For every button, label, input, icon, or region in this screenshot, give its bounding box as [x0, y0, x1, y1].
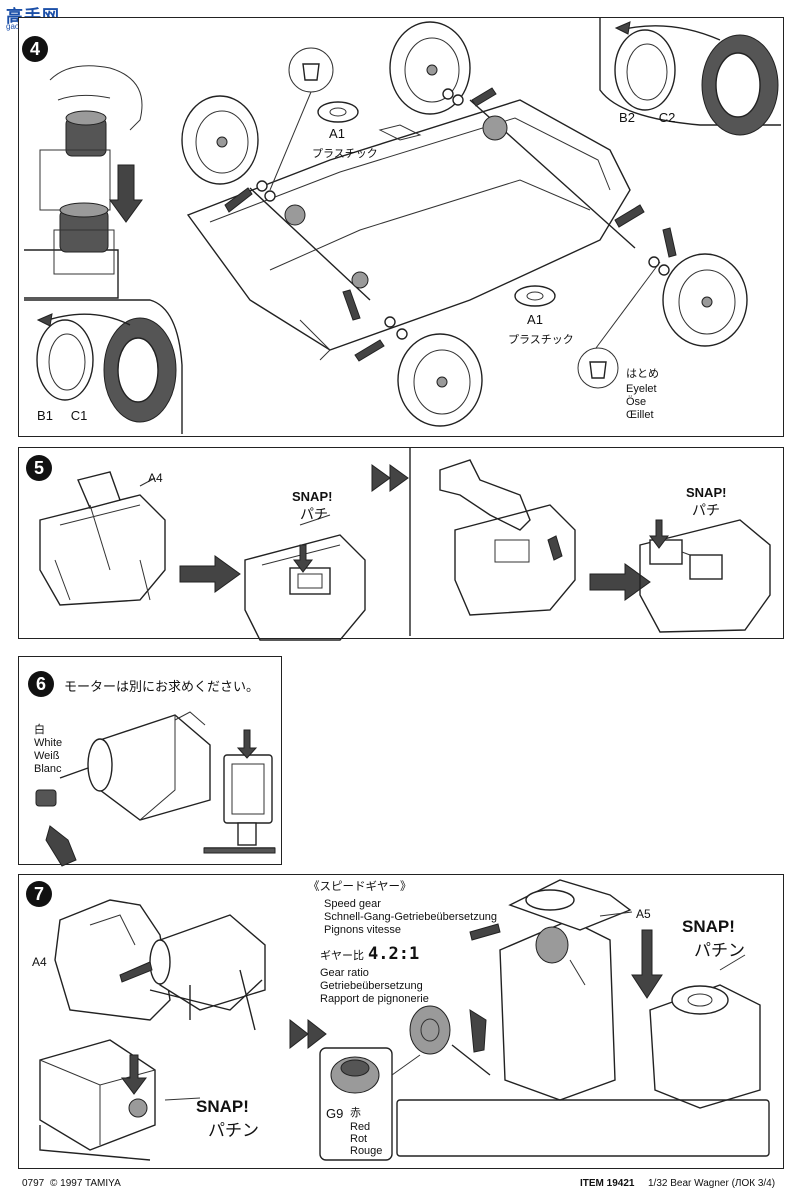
part-a1-bottom-label: A1 — [527, 312, 543, 327]
part-a4-step5-label: A4 — [148, 471, 163, 485]
plastic-top-label: プラスチック — [312, 148, 378, 160]
step5-illustration — [39, 448, 771, 641]
g9-color-fr: Rouge — [350, 1145, 383, 1157]
eyelet-en-label: Eyelet — [626, 383, 657, 395]
part-g9-label: G9 — [326, 1106, 344, 1121]
snap-right-en-label: SNAP! — [682, 917, 735, 936]
eyelet-jp-label: はとめ — [626, 368, 659, 380]
plastic-bottom-label: プラスチック — [508, 334, 574, 346]
part-a5-label: A5 — [636, 907, 651, 921]
wheel-front-left — [181, 95, 259, 185]
step6-number: 6 — [28, 671, 54, 697]
footer-title: 1/32 Bear Wagner (ЛОК 3/4) — [648, 1178, 776, 1189]
color-en-label: White — [34, 737, 63, 749]
step4-illustration — [24, 17, 781, 434]
ratio-en: Gear ratio — [320, 967, 369, 979]
footer-item: ITEM 19421 — [580, 1178, 635, 1189]
speed-gear-jp: 《スピードギヤー》 — [308, 881, 412, 893]
part-b1-label: B1 — [37, 408, 53, 423]
g9-color-de: Rot — [350, 1133, 368, 1145]
step7-illustration — [39, 879, 770, 1161]
part-a4-step7-label: A4 — [32, 955, 47, 969]
g9-color-jp: 赤 — [350, 1107, 361, 1119]
step4-number: 4 — [22, 36, 48, 62]
snap1-jp-label: パチ — [300, 506, 328, 522]
eyelet-fr-label: Œillet — [626, 409, 654, 421]
snap-left-jp-label: パチン — [208, 1121, 259, 1140]
part-b2-label: B2 — [619, 110, 635, 125]
snap2-jp-label: パチ — [692, 502, 720, 518]
ratio-value: 4.2:1 — [368, 944, 420, 964]
color-fr-label: Blanc — [34, 763, 62, 775]
ratio-de: Getriebeübersetzung — [320, 980, 423, 992]
speed-gear-en: Speed gear — [324, 898, 381, 910]
part-c2-label: C2 — [658, 110, 676, 125]
color-jp-label: 白 — [34, 724, 45, 736]
wheel-rear-left — [397, 333, 483, 427]
snap1-en-label: SNAP! — [292, 489, 333, 504]
g9-color-en: Red — [350, 1121, 371, 1133]
part-c1-label: C1 — [70, 408, 88, 423]
step5-number: 5 — [26, 455, 52, 481]
step6-illustration — [35, 711, 276, 867]
color-de-label: Weiß — [34, 750, 60, 762]
snap-right-jp-label: パチン — [694, 941, 745, 960]
snap2-en-label: SNAP! — [686, 485, 727, 500]
footer-code: 0797 — [22, 1178, 45, 1189]
eyelet-de-label: Öse — [626, 396, 647, 408]
part-a1-top-label: A1 — [329, 126, 345, 141]
ratio-fr: Rapport de pignonerie — [320, 993, 429, 1005]
snap-left-en-label: SNAP! — [196, 1097, 249, 1116]
speed-gear-fr: Pignons vitesse — [324, 924, 402, 936]
step6-note: モーターは別にお求めください。 — [64, 679, 260, 694]
footer-copyright: © 1997 TAMIYA — [50, 1178, 121, 1189]
ratio-jp: ギヤー比 — [320, 950, 364, 962]
wheel-rear-right — [662, 253, 748, 347]
step7-number: 7 — [26, 881, 52, 907]
speed-gear-de: Schnell-Gang-Getriebeübersetzung — [324, 911, 498, 923]
